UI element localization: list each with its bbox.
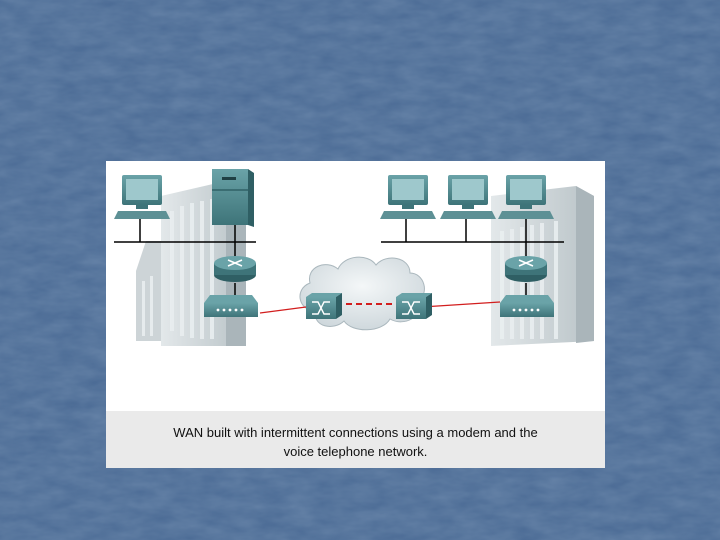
modem-right-icon <box>500 295 554 317</box>
modem-left-icon <box>204 295 258 317</box>
router-left-icon <box>214 256 256 282</box>
workstation-right-1-icon <box>380 175 436 219</box>
server-icon <box>212 169 254 227</box>
caption-line-2: voice telephone network. <box>283 444 428 459</box>
router-right-icon <box>505 256 547 282</box>
phone-link-right <box>421 301 501 308</box>
telephone-switch-right-icon <box>396 293 432 319</box>
phone-link-left <box>259 306 307 314</box>
workstation-right-2-icon <box>440 175 496 219</box>
diagram-caption: WAN built with intermittent connections … <box>106 411 605 468</box>
caption-line-1: WAN built with intermittent connections … <box>173 425 538 440</box>
workstation-left-icon <box>114 175 170 219</box>
wan-diagram-figure: WAN built with intermittent connections … <box>106 161 605 468</box>
workstation-right-3-icon <box>498 175 554 219</box>
wan-diagram <box>114 169 594 346</box>
telephone-switch-left-icon <box>306 293 342 319</box>
